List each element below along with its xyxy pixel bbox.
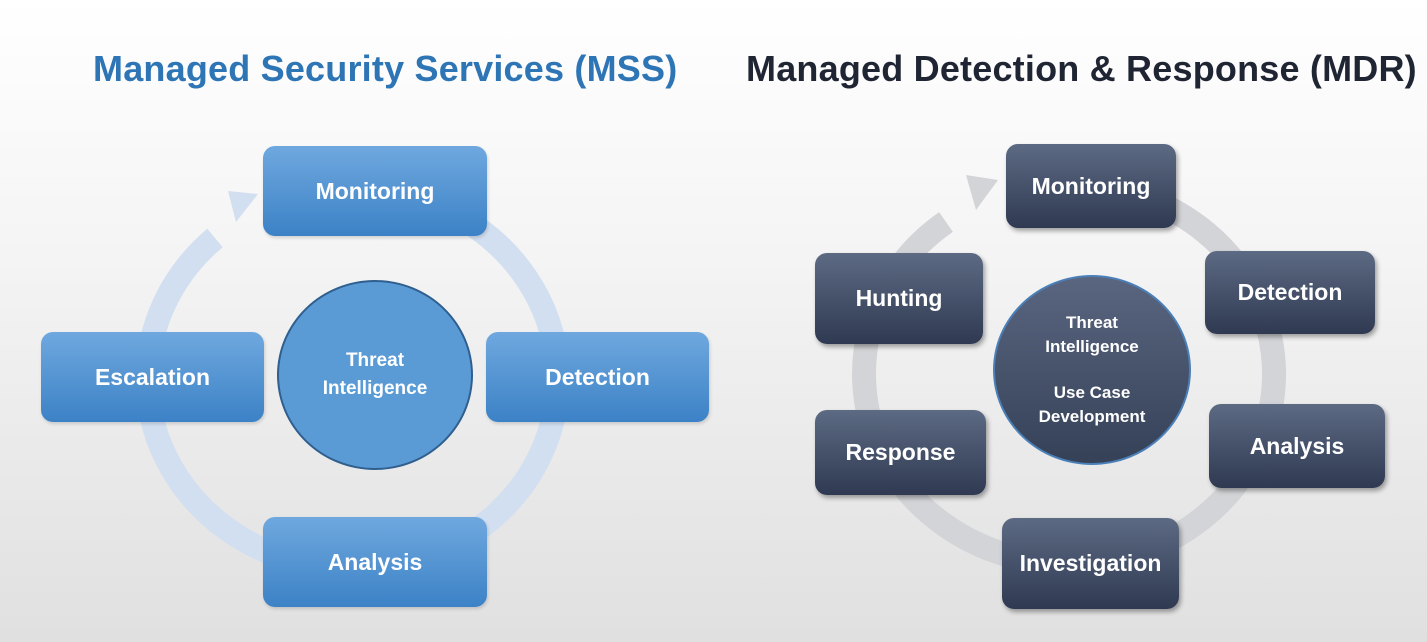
mss-detection-step: Detection — [486, 332, 709, 422]
mdr-hunting-step: Hunting — [815, 253, 983, 344]
mdr-monitoring-step: Monitoring — [1006, 144, 1176, 228]
mdr-center-line2: Intelligence — [1045, 337, 1139, 356]
mdr-center-circle: Threat Intelligence Use Case Development — [993, 275, 1191, 465]
mss-cycle-arrowhead — [228, 191, 258, 222]
mdr-title: Managed Detection & Response (MDR) — [746, 48, 1417, 89]
mss-center-circle: Threat Intelligence — [277, 280, 473, 470]
mss-center-line1: Threat — [345, 350, 405, 371]
mdr-center-line3: Use Case — [1053, 383, 1131, 402]
mdr-center-line1: Threat — [1066, 313, 1118, 332]
mss-center-line2: Intelligence — [322, 378, 428, 399]
mdr-response-step: Response — [815, 410, 986, 495]
mss-escalation-step: Escalation — [41, 332, 264, 422]
mss-monitoring-step: Monitoring — [263, 146, 487, 236]
mdr-investigation-step: Investigation — [1002, 518, 1179, 609]
mss-analysis-step: Analysis — [263, 517, 487, 607]
mdr-analysis-step: Analysis — [1209, 404, 1385, 488]
mdr-center-line4: Development — [1038, 407, 1146, 426]
mss-title: Managed Security Services (MSS) — [93, 48, 678, 89]
mdr-detection-step: Detection — [1205, 251, 1375, 334]
mdr-cycle-arrowhead — [966, 175, 998, 210]
